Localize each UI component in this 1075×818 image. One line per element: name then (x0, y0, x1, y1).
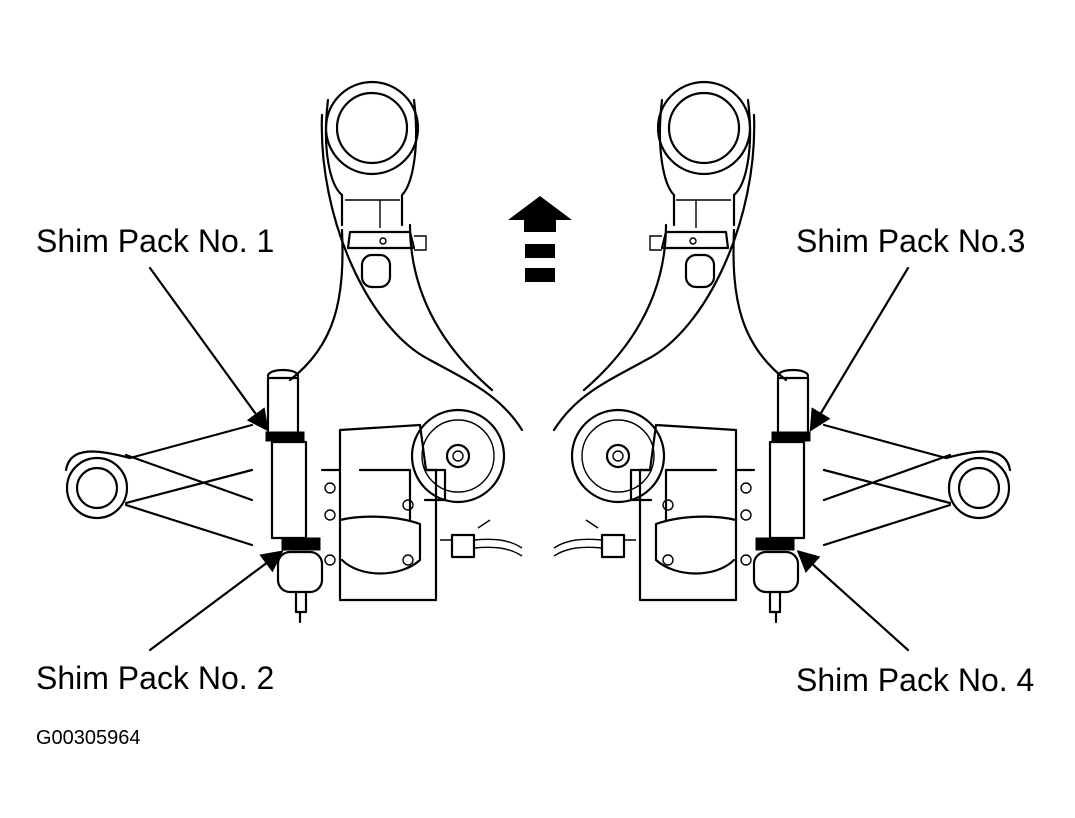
shim-pack-1-label: Shim Pack No. 1 (36, 223, 274, 259)
shim-pack-3-band (771, 431, 811, 442)
shim-pack-4-band (755, 537, 795, 551)
shim-pack-2-label: Shim Pack No. 2 (36, 660, 274, 696)
shim-pack-4-label: Shim Pack No. 4 (796, 662, 1034, 698)
figure-id: G00305964 (36, 727, 141, 749)
shim-pack-1-band (265, 431, 305, 442)
shim-pack-3-pointer (809, 266, 910, 432)
shim-pack-2-pointer (148, 550, 284, 652)
shim-pack-2-band (281, 537, 321, 551)
shim-pack-1-pointer (148, 266, 269, 432)
forward-arrow-icon (508, 196, 572, 282)
shim-pack-4-pointer (796, 550, 910, 652)
shim-pack-3-label: Shim Pack No.3 (796, 223, 1025, 259)
